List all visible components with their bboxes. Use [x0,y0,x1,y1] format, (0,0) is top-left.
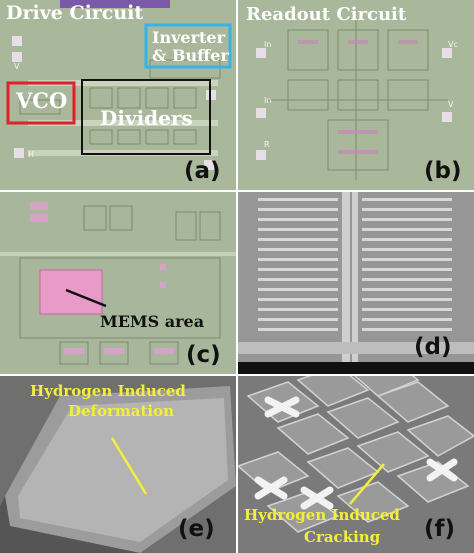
panel-a-letter: (a) [184,158,221,184]
panel-c: MEMS area (c) [0,192,236,374]
panel-b: Readout Circuit In Vc In V R (b) [238,0,474,190]
panel-a-dividers-label: Dividers [100,106,193,130]
panel-a-inverter-label-line1: Inverter [152,28,226,47]
panel-e-sem-plate [0,376,236,553]
panel-b-pad-label-2: In [264,96,272,105]
panel-e-callout-line1: Hydrogen Induced [30,382,186,400]
panel-e-letter: (e) [178,516,215,542]
panel-d-sem-comb [238,192,474,374]
panel-b-letter: (b) [424,158,462,184]
panel-e: Hydrogen Induced Deformation (e) [0,376,236,553]
panel-f: Hydrogen Induced Cracking (f) [238,376,474,553]
panel-a-vco-label: VCO [16,88,68,113]
panel-b-pad-label-1: Vc [448,40,458,49]
panel-c-callout: MEMS area [100,312,205,331]
panel-a-chip-layout [0,0,236,190]
panel-e-callout-line2: Deformation [68,402,175,420]
panel-b-title: Readout Circuit [246,4,407,25]
panel-f-letter: (f) [424,516,456,542]
panel-b-pad-label-3: V [448,100,454,109]
panel-c-chip-layout [0,192,236,374]
panel-a-pad-label-1: H [28,150,35,159]
panel-d-letter: (d) [414,334,452,360]
panel-a-inverter-label-line2: & Buffer [152,46,229,65]
panel-f-callout-line1: Hydrogen Induced [244,506,400,524]
panel-b-pad-label-4: R [264,140,270,149]
panel-f-sem-array [238,376,474,553]
panel-a-pad-label-0: V [14,62,20,71]
panel-a: Drive Circuit Inverter & Buffer VCO Divi… [0,0,236,190]
panel-b-chip-layout [238,0,474,190]
panel-d: (d) [238,192,474,374]
panel-f-callout-line2: Cracking [304,528,381,546]
panel-c-letter: (c) [186,342,221,368]
panel-b-pad-label-0: In [264,40,272,49]
panel-a-title: Drive Circuit [6,2,144,24]
